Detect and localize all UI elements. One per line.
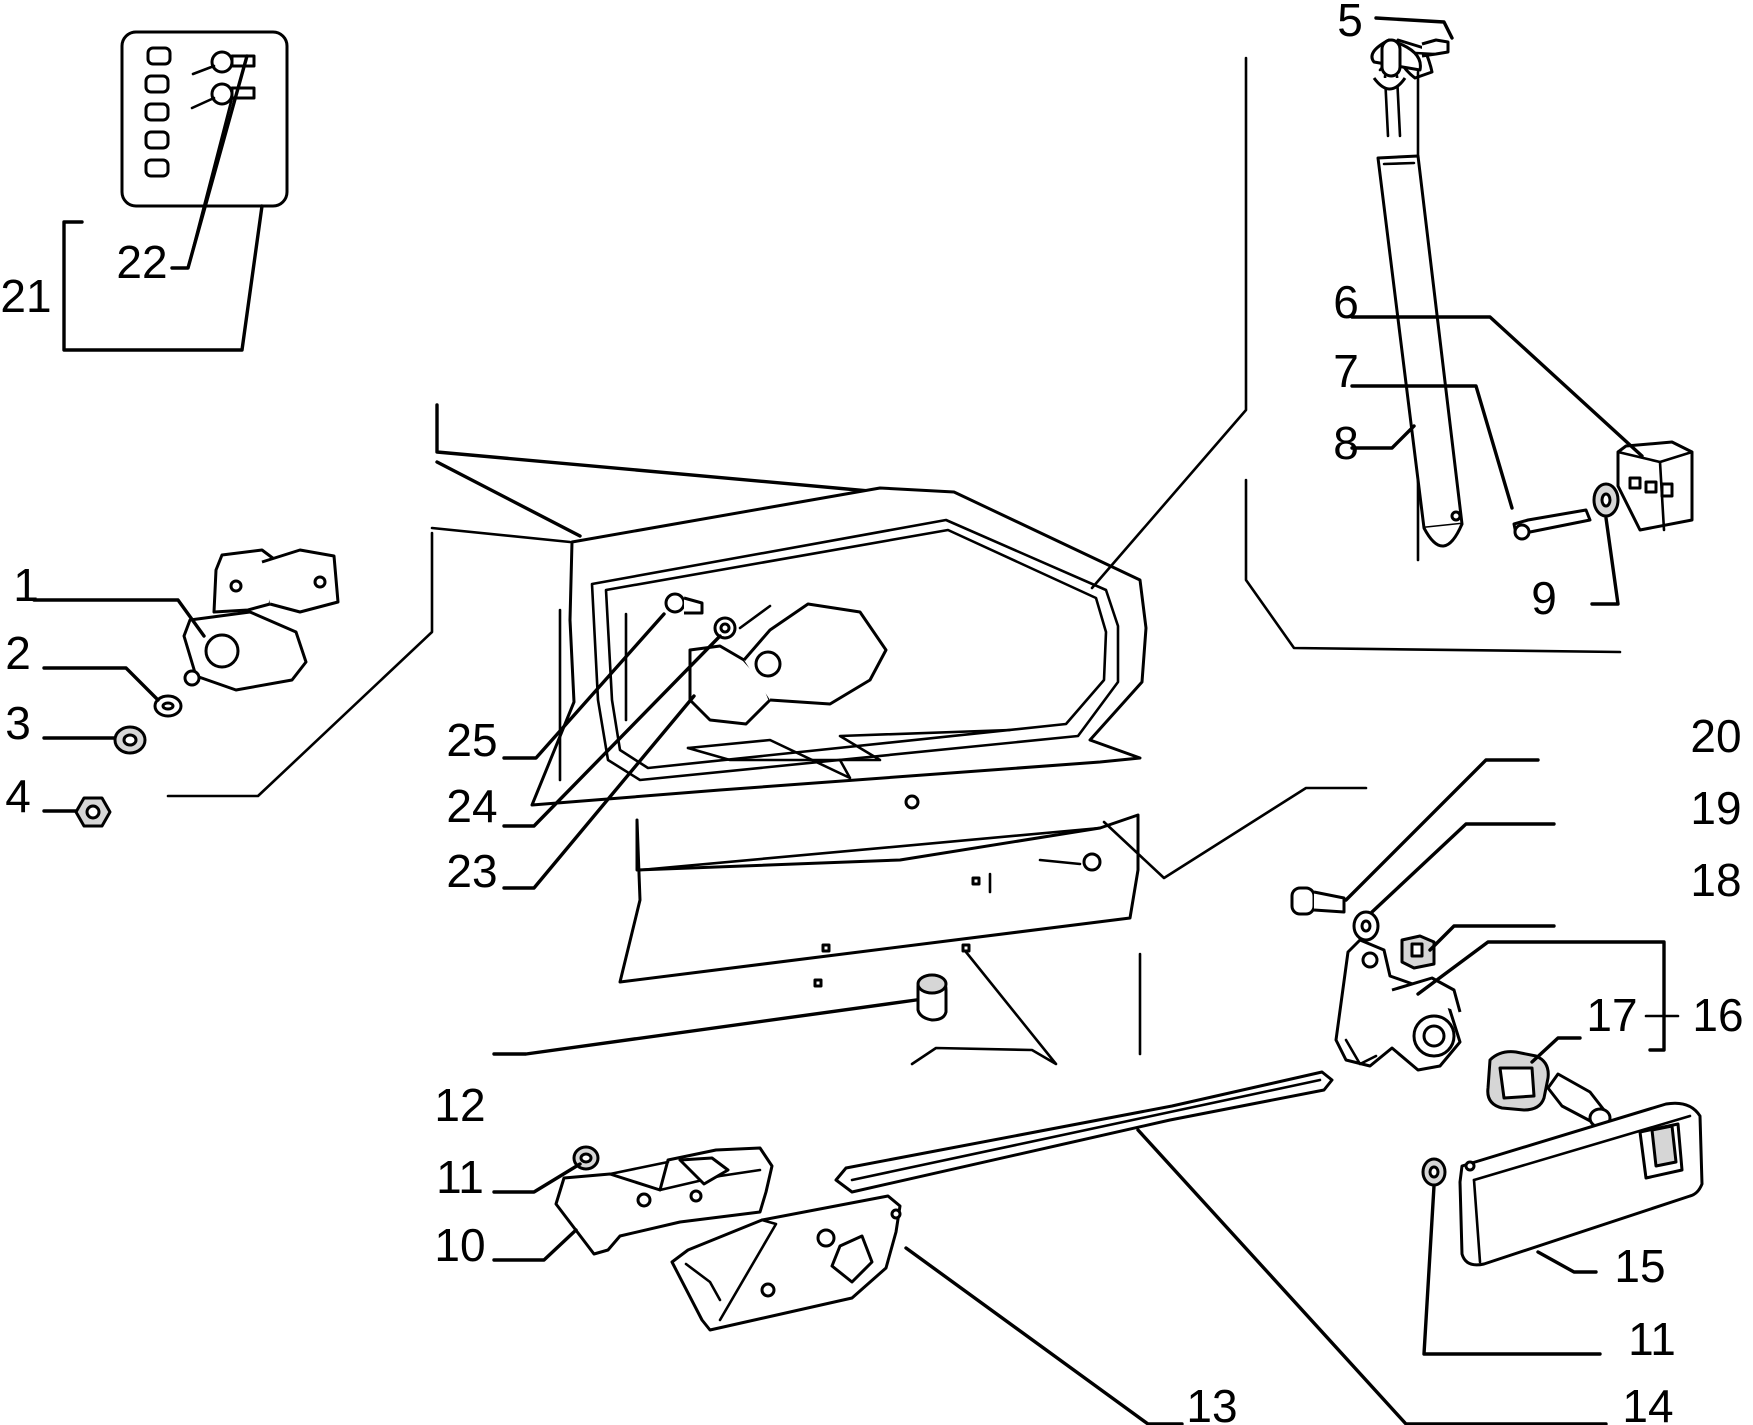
callout-16: 16 (1692, 989, 1743, 1041)
strut-pin-7 (1512, 508, 1592, 541)
leaders-21-22 (62, 54, 264, 352)
key-icon (190, 82, 256, 110)
bump-stop-12 (916, 973, 948, 1022)
callout-14: 14 (1622, 1380, 1673, 1425)
lock-mechanism (688, 602, 888, 726)
key-icon (191, 50, 256, 76)
callout-15: 15 (1614, 1240, 1665, 1292)
bolt-20 (1290, 886, 1346, 916)
callout-8: 8 (1333, 417, 1359, 469)
callout-19: 19 (1690, 782, 1741, 834)
leaders-10-14 (492, 786, 1608, 1425)
callout-20: 20 (1690, 710, 1741, 762)
callout-5: 5 (1337, 0, 1363, 46)
callout-23: 23 (446, 845, 497, 897)
callout-7: 7 (1333, 345, 1359, 397)
striker-13 (670, 1194, 902, 1332)
callout-22: 22 (116, 236, 167, 288)
callout-6: 6 (1333, 276, 1359, 328)
callout-13: 13 (1186, 1380, 1237, 1425)
washer-19 (1352, 910, 1380, 942)
callout-10: 10 (434, 1219, 485, 1271)
callout-3: 3 (5, 697, 31, 749)
gasket-17 (1486, 1050, 1550, 1112)
callout-1: 1 (13, 559, 39, 611)
latch-10 (554, 1146, 774, 1256)
leaders-5-9 (1350, 16, 1644, 606)
callout-17: 17 (1586, 989, 1637, 1041)
lock-pin-icons (144, 46, 172, 178)
leaders-1-4 (32, 531, 434, 813)
strut-mount-block (1616, 440, 1694, 532)
callout-12: 12 (434, 1079, 485, 1131)
callout-9: 9 (1531, 572, 1557, 624)
nut (74, 796, 112, 828)
bolt-25 (664, 592, 704, 615)
handle-15 (1458, 1101, 1704, 1267)
hinge-bracket (182, 548, 340, 692)
lock-cylinder-16 (1334, 938, 1462, 1072)
callout-18: 18 (1690, 854, 1741, 906)
key-set-box (120, 30, 289, 208)
washer-9 (1592, 482, 1620, 518)
callout-21: 21 (0, 270, 51, 322)
callout-24: 24 (446, 780, 497, 832)
gas-strut (1370, 38, 1464, 562)
washer (153, 694, 183, 718)
washer-24 (713, 616, 737, 640)
callout-11-right: 11 (1628, 1313, 1676, 1365)
leaders-23-25 (502, 612, 722, 890)
callout-11-left: 11 (436, 1151, 484, 1203)
clip-18 (1400, 934, 1436, 970)
leaders-15-20 (1344, 758, 1680, 1356)
strut-frame (1090, 56, 1622, 654)
washer-11b (1421, 1157, 1447, 1187)
spring-washer (113, 725, 147, 755)
weatherstrip-14 (834, 1070, 1334, 1194)
callout-2: 2 (5, 627, 31, 679)
callout-4: 4 (5, 770, 31, 822)
key-barrel (1546, 1072, 1612, 1129)
callout-25: 25 (446, 714, 497, 766)
